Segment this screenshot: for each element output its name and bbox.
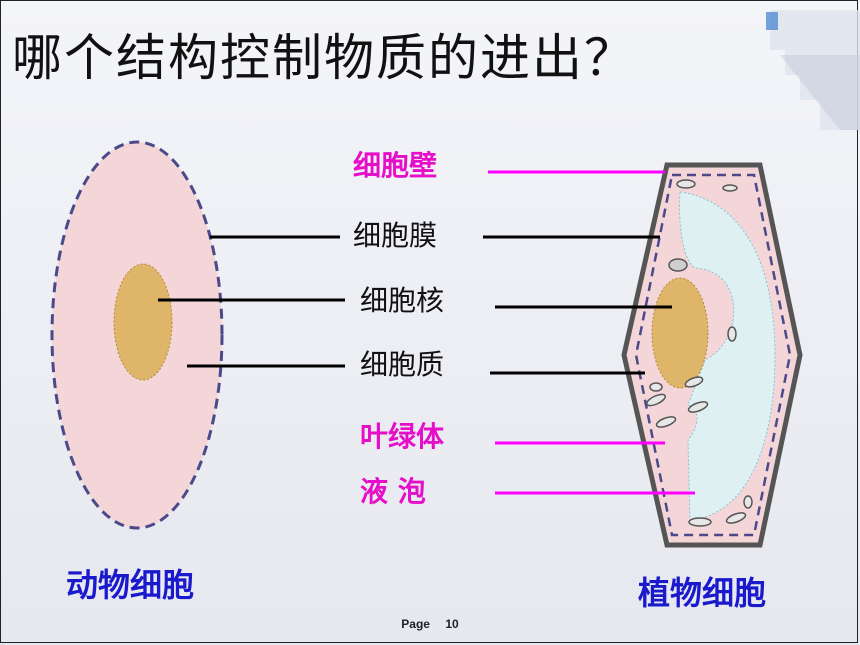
label-cytoplasm: 细胞质 bbox=[360, 348, 445, 381]
plant-cell bbox=[621, 162, 803, 548]
chloroplasts bbox=[646, 179, 753, 527]
caption-plant-cell: 植物细胞 bbox=[638, 574, 767, 612]
page-footer: Page 10 bbox=[0, 617, 860, 631]
label-nucleus: 细胞核 bbox=[360, 284, 445, 317]
leader-lines bbox=[158, 170, 695, 495]
label-chloroplast: 叶绿体 bbox=[360, 420, 445, 453]
slide-title: 哪个结构控制物质的进出？ bbox=[12, 29, 636, 87]
caption-animal-cell: 动物细胞 bbox=[66, 566, 195, 604]
label-vacuole: 液 泡 bbox=[360, 475, 426, 508]
page-number: 10 bbox=[445, 617, 459, 631]
label-cell-wall: 细胞壁 bbox=[353, 149, 438, 182]
staircase-decoration bbox=[766, 10, 860, 130]
label-cell-membrane: 细胞膜 bbox=[353, 219, 438, 252]
animal-cell bbox=[50, 140, 224, 530]
plant-vacuole bbox=[679, 191, 776, 521]
page-label: Page bbox=[401, 617, 430, 631]
plant-cell-nucleus bbox=[651, 277, 709, 389]
plant-cell-membrane bbox=[634, 173, 792, 537]
animal-cell-nucleus bbox=[113, 263, 173, 381]
